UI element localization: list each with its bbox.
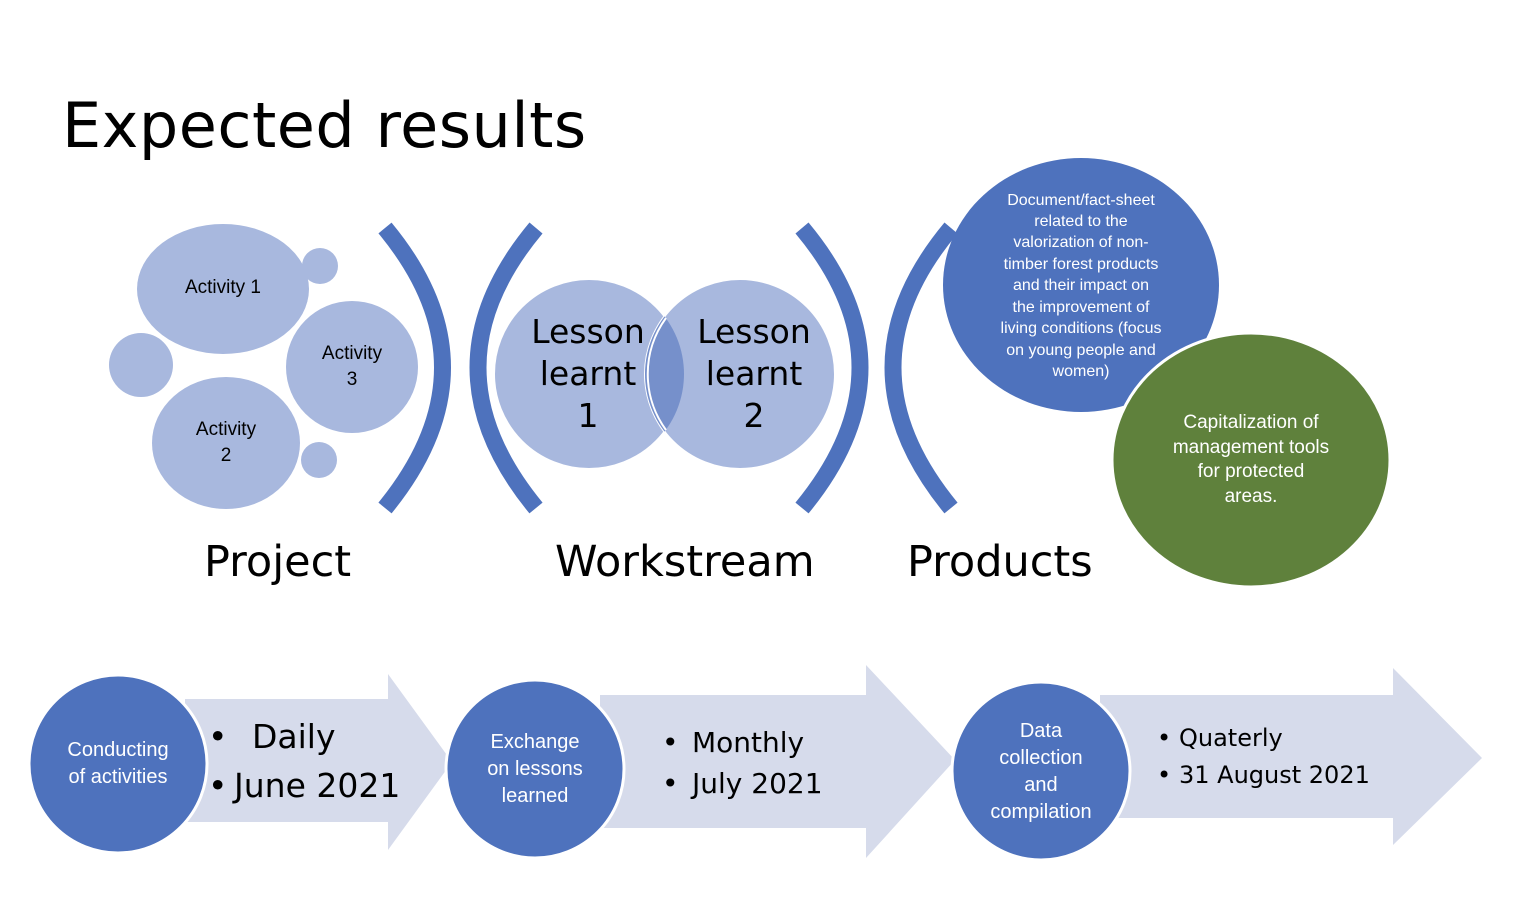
schedule-item: Monthly [662,722,823,763]
capitalization-label: Capitalization of management tools for p… [1172,412,1330,507]
capitalization-circle [1110,331,1392,589]
section-label-products: Products [907,537,1093,587]
document-label: Document/fact-sheet related to the valor… [1000,191,1162,380]
lesson-1-label: Lesson learnt 1 [531,312,645,435]
step-2-schedule: Monthly July 2021 [662,722,823,804]
schedule-item: 31 August 2021 [1157,757,1370,794]
step-2-label: Exchange on lessons learned [487,730,583,807]
activity-1-circle [137,224,309,354]
schedule-item: June 2021 [208,761,400,810]
step-1-label: Conducting of activities [67,739,169,788]
schedule-item: Daily [208,712,400,761]
step-3-circle [950,680,1132,862]
lesson-2-label: Lesson learnt 2 [697,312,811,435]
step-2-circle [444,678,626,860]
activity-2-label: Activity 2 [195,419,257,466]
step-1-schedule: Daily June 2021 [208,712,400,810]
step-3-label: Data collection and compilation [990,720,1092,823]
section-label-workstream: Workstream [555,537,815,587]
bracket-workstream-right [795,222,869,514]
activity-2-circle [152,377,300,509]
activity-3-circle [286,301,418,433]
step-1-circle [27,673,209,855]
bracket-products-left [884,222,958,514]
bracket-project-right [378,222,451,514]
schedule-item: Quaterly [1157,720,1370,757]
schedule-item: July 2021 [662,763,823,804]
step-3-schedule: Quaterly 31 August 2021 [1157,720,1370,794]
activity-3-label: Activity 3 [321,343,383,390]
small-circle-top [302,248,338,284]
bracket-workstream-left [469,222,543,514]
document-circle [943,158,1219,412]
small-circle-left [109,333,173,397]
section-label-project: Project [204,537,352,587]
page-title: Expected results [62,89,587,162]
activity-1-label: Activity 1 [184,277,262,298]
small-circle-bottom [301,442,337,478]
